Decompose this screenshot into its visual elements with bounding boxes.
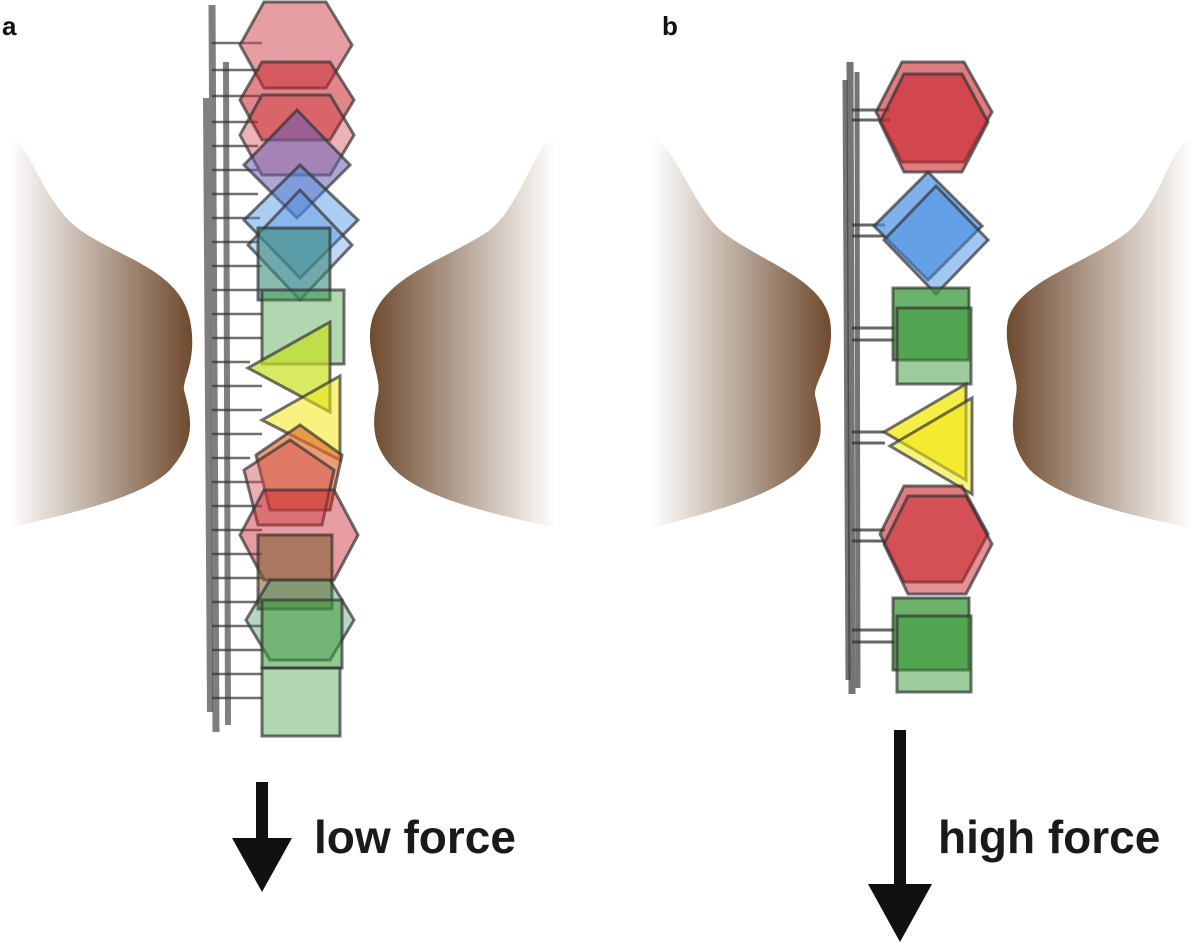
square-residue (260, 598, 344, 670)
residues-b (871, 60, 994, 694)
triangle-residue (887, 395, 974, 497)
panel-b-label: b (662, 11, 678, 41)
side-chains-a (212, 41, 262, 700)
backbone-a (203, 4, 231, 733)
hexagon-residue (882, 494, 994, 596)
panel-b: b (652, 11, 1192, 942)
square-residue (895, 614, 973, 694)
residues-a (238, 0, 361, 738)
force-arrow-a (232, 782, 292, 892)
hexagon-residue (238, 60, 356, 142)
panel-a: a (2, 0, 555, 892)
backbone-b (842, 61, 861, 695)
pentagon-residue (242, 438, 336, 527)
square-residue (260, 666, 342, 738)
force-arrow-b (868, 730, 932, 942)
square-residue (895, 306, 973, 386)
pore-wall-right-b (1006, 140, 1192, 528)
hexagon-residue (878, 72, 990, 174)
square-residue (256, 533, 334, 611)
pore-wall-left-b (652, 140, 832, 528)
square-residue (256, 226, 332, 302)
force-label-a: low force (314, 811, 516, 863)
panel-a-label: a (2, 11, 17, 41)
triangle-residue (244, 319, 332, 415)
pore-wall-right-a (369, 140, 555, 528)
diamond-residue (241, 107, 353, 221)
force-label-b: high force (938, 811, 1160, 863)
pore-wall-left-a (10, 140, 193, 528)
